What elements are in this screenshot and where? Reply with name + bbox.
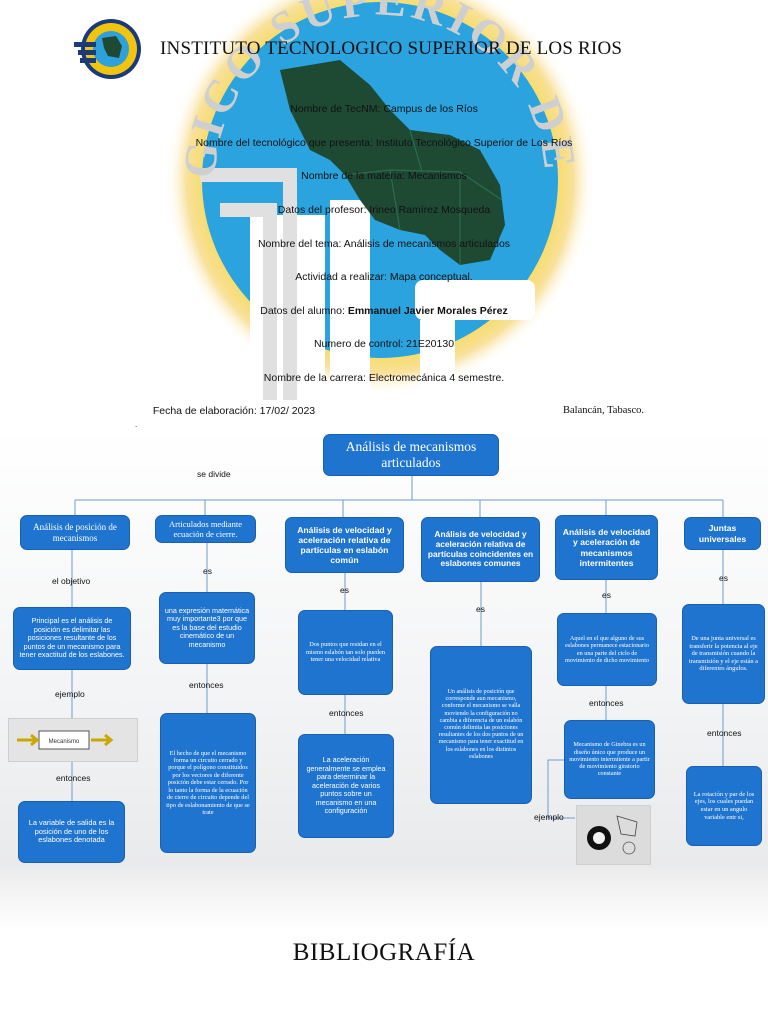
mechanism-diagram-image: Mecanismo	[8, 718, 138, 762]
branch1-link-then: entonces	[56, 773, 91, 783]
geneva-mechanism-sketch	[587, 815, 638, 855]
student-line: Datos del alumno: Emmanuel Javier Morale…	[0, 305, 768, 317]
professor-line: Datos del profesor: Irineo Ramírez Mosqu…	[277, 204, 491, 216]
branch1-result: La variable de salida es la posición de …	[18, 801, 125, 863]
branch-velocity-common-link: Análisis de velocidad y aceleración rela…	[285, 517, 404, 573]
branch6-link-then: entonces	[707, 728, 742, 738]
student-name: Emmanuel Javier Morales Pérez	[347, 305, 508, 317]
branch4-description: Un análisis de posición que corresponde …	[430, 646, 532, 804]
branch-position-analysis: Análisis de posición de mecanismos	[20, 515, 130, 550]
branch5-result: Mecanismo de Ginebra es un diseño único …	[564, 720, 655, 799]
branch-velocity-coincident: Análisis de velocidad y aceleración rela…	[421, 517, 540, 582]
branch4-link-is: es	[476, 604, 485, 614]
subject-line: Nombre de la materia: Mecanismos	[301, 170, 467, 182]
geneva-mechanism-image	[576, 805, 651, 865]
bibliography-title: BIBLIOGRAFÍA	[292, 939, 476, 966]
root-link-label: se divide	[197, 469, 231, 479]
branch2-link-is: es	[203, 566, 212, 576]
stray-dot: .	[135, 420, 138, 428]
branch1-link-example: ejemplo	[55, 689, 85, 699]
branch3-result: La aceleración generalmente se emplea pa…	[298, 734, 394, 838]
branch6-link-is: es	[719, 573, 728, 583]
control-number-line: Numero de control: 21E20130	[313, 338, 455, 350]
institute-title: INSTITUTO TECNOLOGICO SUPERIOR DE LOS RI…	[160, 38, 623, 59]
campus-line: Nombre de TecNM: Campus de los Ríos	[290, 103, 478, 115]
branch-intermittent-mechanisms: Análisis de velocidad y aceleración de m…	[555, 515, 658, 580]
branch3-description: Dos puntos que residan en el mismo eslab…	[298, 610, 393, 695]
student-label: Datos del alumno:	[260, 305, 348, 317]
place-line: Balancán, Tabasco.	[563, 405, 644, 416]
branch6-result: La rotación y par de los ejes, los cuale…	[686, 766, 762, 846]
branch-closure-equation: Articulados mediante ecuación de cierre.	[155, 515, 256, 543]
bibliography-page	[0, 868, 768, 1024]
cover-page: TECNOLOGICO SUPERIOR DE LOS RÍOS INSTITU…	[0, 0, 768, 428]
branch2-link-then: entonces	[189, 680, 224, 690]
map-root-node: Análisis de mecanismos articulados	[323, 434, 499, 476]
date-line: Fecha de elaboración: 17/02/ 2023	[152, 405, 316, 417]
branch3-link-then: entonces	[329, 708, 364, 718]
branch1-description: Principal es el análisis de posición es …	[13, 607, 131, 670]
institute-logo	[74, 19, 141, 79]
mechanism-block-diagram: Mecanismo	[17, 730, 114, 750]
svg-text:Mecanismo: Mecanismo	[49, 739, 80, 745]
institute-line: Nombre del tecnológico que presenta: Ins…	[195, 137, 573, 149]
branch5-link-then: entonces	[589, 698, 624, 708]
topic-line: Nombre del tema: Análisis de mecanismos …	[257, 238, 511, 250]
branch-universal-joints: Juntas universales	[684, 517, 761, 550]
activity-line: Actividad a realizar: Mapa conceptual.	[295, 271, 473, 283]
branch3-link-is: es	[340, 585, 349, 595]
branch5-link-is: es	[602, 590, 611, 600]
career-line: Nombre de la carrera: Electromecánica 4 …	[263, 372, 505, 384]
branch5-description: Aquel en el que alguno de sus eslabones …	[557, 613, 657, 686]
branch2-result: El hecho de que el mecanismo forma un ci…	[160, 713, 256, 853]
branch1-link-objective: el objetivo	[52, 576, 91, 586]
institute-seal-watermark: TECNOLOGICO SUPERIOR DE LOS RÍOS	[160, 0, 595, 400]
branch2-description: una expresión matemática muy importante3…	[159, 592, 255, 664]
branch6-description: De una junta universal es transferir la …	[682, 604, 765, 704]
branch5-link-example: ejemplo	[534, 812, 564, 822]
